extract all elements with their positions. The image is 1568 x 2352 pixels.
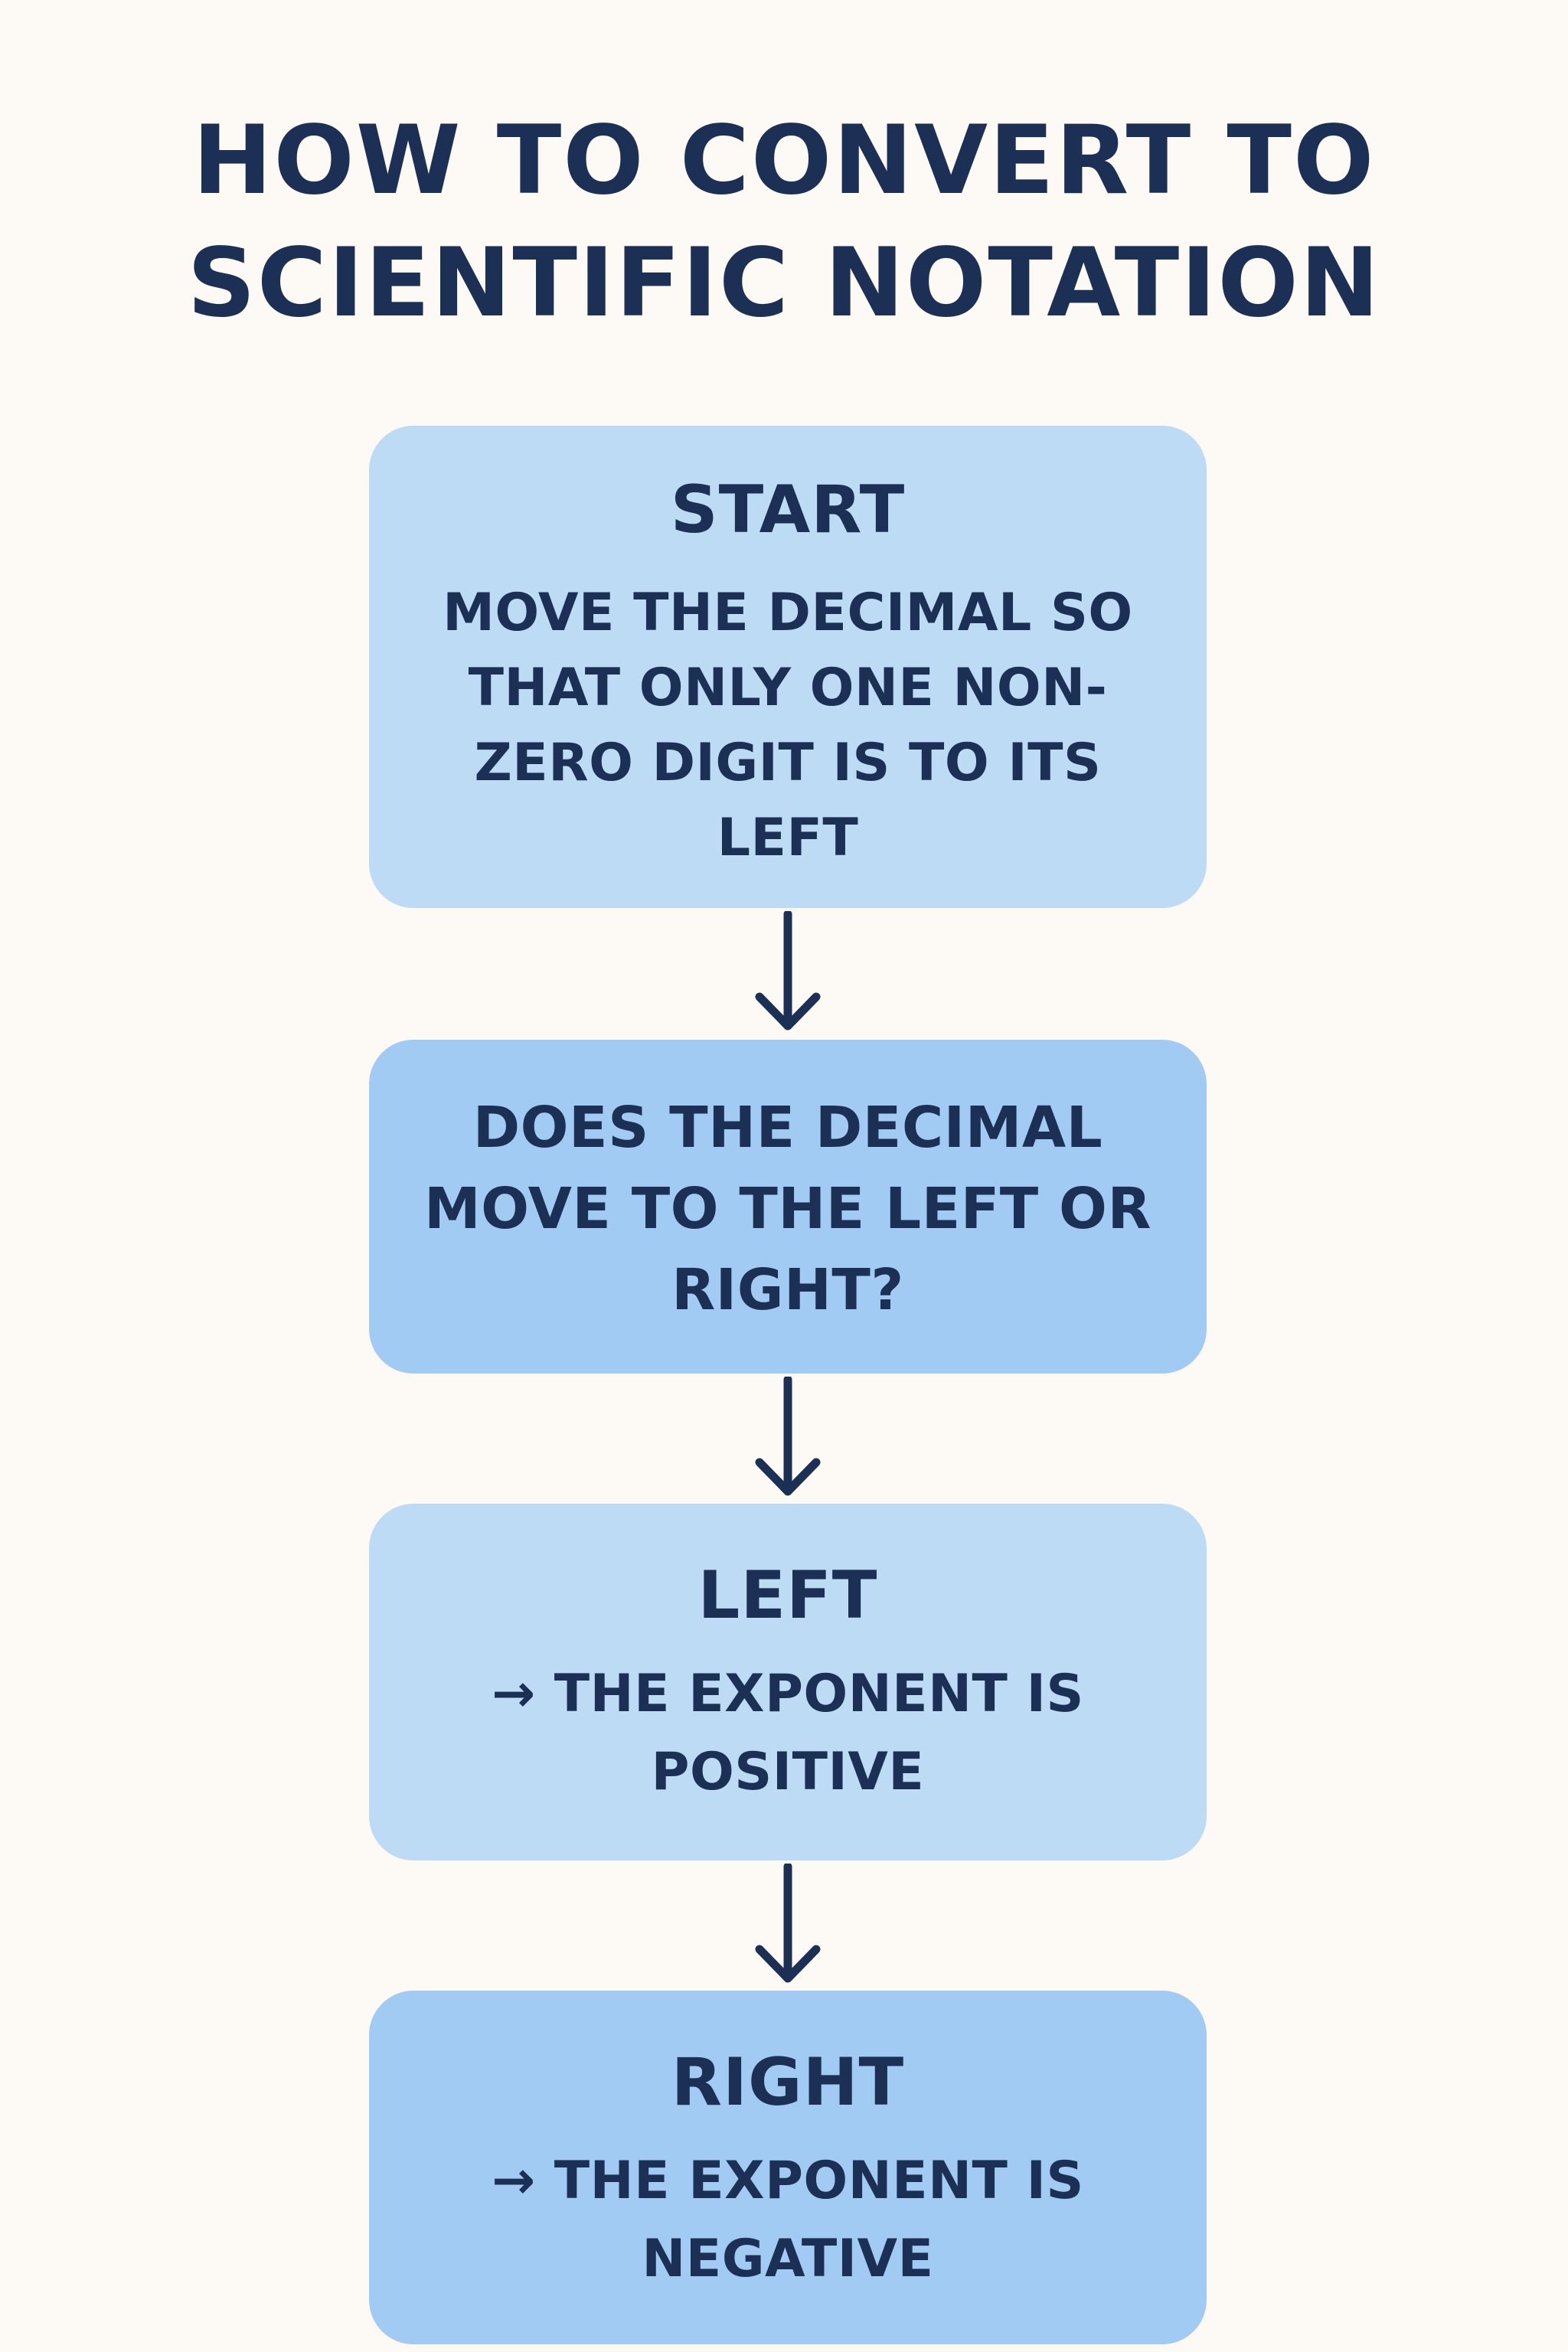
title-line-1: HOW TO CONVERT TO	[192, 106, 1376, 216]
step-right-heading: RIGHT	[671, 2044, 905, 2121]
step-start-heading: START	[670, 472, 906, 548]
step-start-box: START MOVE THE DECIMAL SO THAT ONLY ONE …	[369, 426, 1207, 908]
arrow-down-icon	[753, 1377, 822, 1499]
arrow-down-icon	[753, 1864, 822, 1986]
step-right-box: RIGHT → THE EXPONENT IS NEGATIVE	[369, 1991, 1207, 2344]
page-title: HOW TO CONVERT TO SCIENTIFIC NOTATION	[0, 100, 1568, 345]
step-decision-text: DOES THE DECIMAL MOVE TO THE LEFT OR RIG…	[424, 1095, 1152, 1323]
step-start-text: MOVE THE DECIMAL SO THAT ONLY ONE NON-ZE…	[443, 583, 1133, 868]
arrow-down-icon	[753, 911, 822, 1034]
step-decision-box: DOES THE DECIMAL MOVE TO THE LEFT OR RIG…	[369, 1040, 1207, 1374]
step-right-text: → THE EXPONENT IS NEGATIVE	[492, 2151, 1084, 2289]
step-left-box: LEFT → THE EXPONENT IS POSITIVE	[369, 1504, 1207, 1860]
step-left-heading: LEFT	[697, 1557, 878, 1634]
title-line-2: SCIENTIFIC NOTATION	[187, 228, 1381, 338]
step-left-text: → THE EXPONENT IS POSITIVE	[492, 1664, 1084, 1802]
